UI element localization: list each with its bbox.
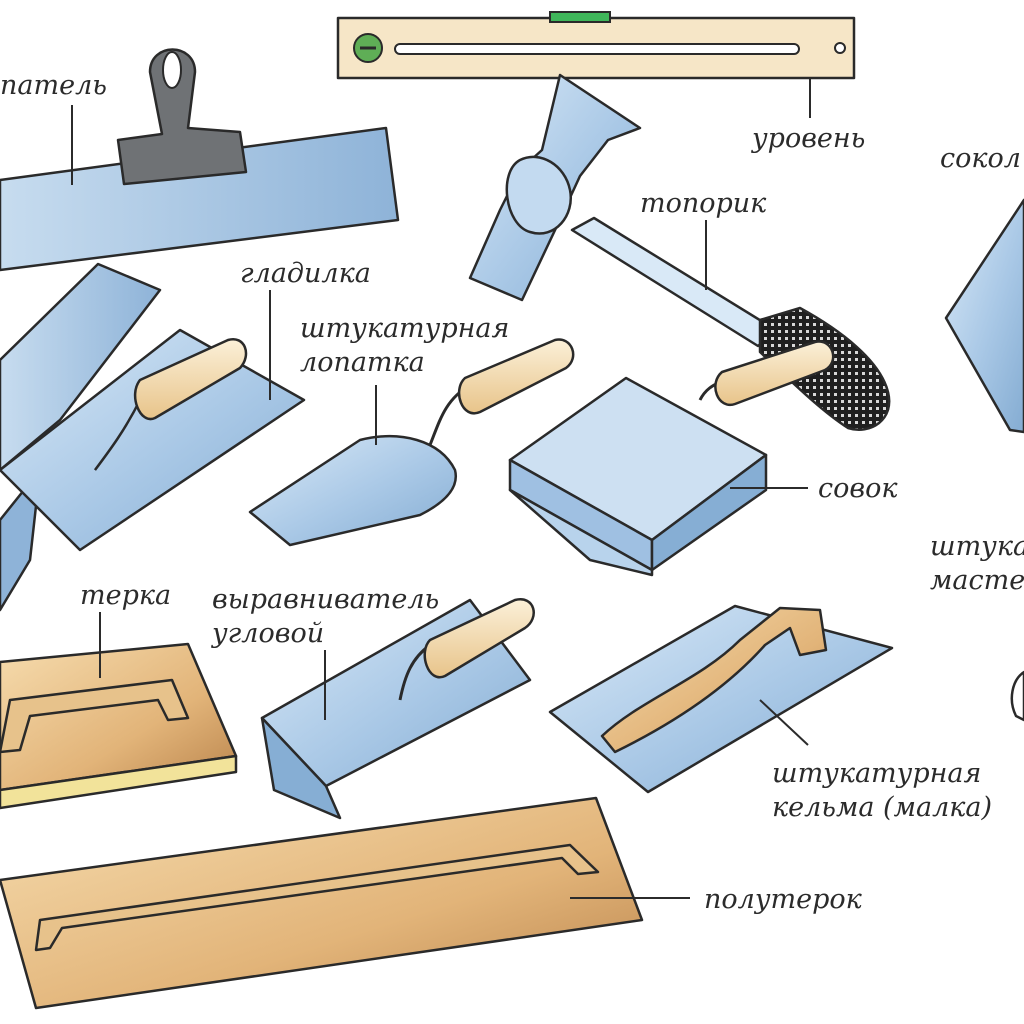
scoop-tool	[508, 340, 835, 577]
label-corner-trowel-line1: выравниватель	[212, 584, 439, 615]
label-plaster-trowel-line1: штукатурная	[772, 758, 981, 789]
label-scoop: совок	[818, 473, 898, 504]
smoothing-trowel-tool	[0, 328, 306, 552]
spirit-level-tool	[336, 11, 856, 80]
label-hawk: сокол	[940, 143, 1021, 174]
label-master-line2: масте	[930, 565, 1024, 596]
label-plaster-spatula-line1: штукатурная	[300, 313, 509, 344]
plaster-spatula-tool	[248, 338, 575, 547]
label-level: уровень	[751, 123, 865, 154]
leader-lines	[71, 78, 811, 899]
label-corner-trowel-line2: угловой	[211, 618, 324, 649]
tool-labels: патель уровень сокол топорик гладилка шт…	[0, 70, 1024, 915]
label-plaster-trowel-line2: кельма (малка)	[772, 792, 992, 823]
label-hatchet: топорик	[640, 188, 767, 219]
label-plaster-spatula-line2: лопатка	[300, 347, 425, 378]
label-float: терка	[80, 580, 171, 611]
label-master-line1: штука	[930, 531, 1024, 562]
label-spatula: патель	[0, 70, 107, 101]
hawk-tool	[944, 198, 1024, 434]
plaster-trowel-tool	[548, 604, 894, 794]
corner-trowel-tool	[260, 598, 535, 820]
label-half-float: полутерок	[704, 884, 863, 915]
partial-tool-right	[1010, 670, 1024, 722]
half-float-tool	[0, 796, 644, 1010]
float-tool	[0, 642, 238, 810]
label-smoothing-trowel: гладилка	[240, 258, 371, 289]
spatula-tool	[0, 48, 400, 272]
